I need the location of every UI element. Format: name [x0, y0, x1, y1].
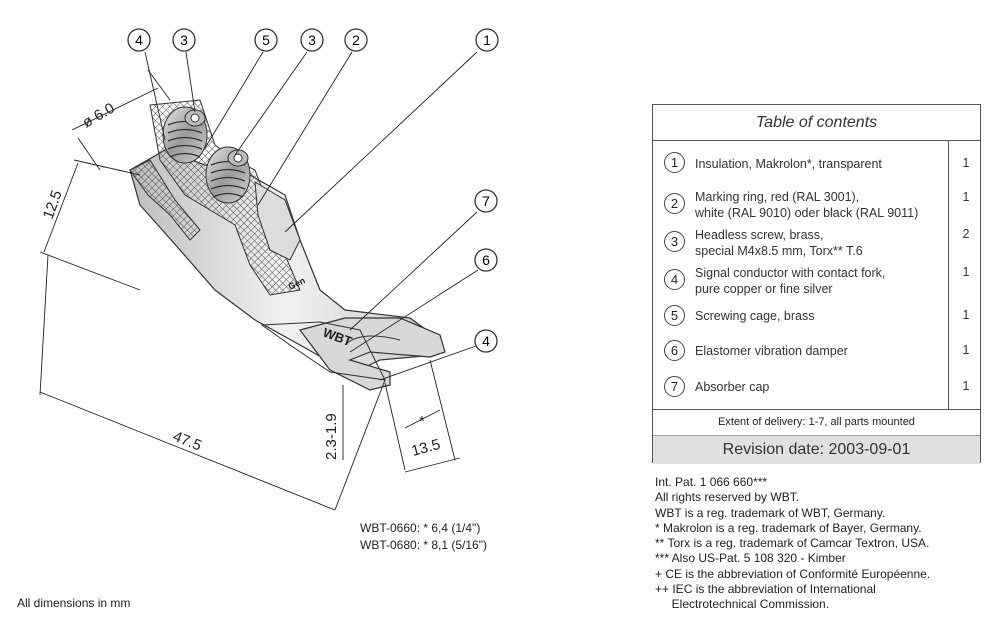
- svg-text:5: 5: [262, 32, 270, 48]
- callout-7: 7: [474, 189, 498, 213]
- toc-title: Table of contents: [653, 105, 980, 141]
- toc-item-desc: Screwing cage, brass: [695, 309, 815, 323]
- callout-3-top-right: 3: [300, 28, 324, 52]
- toc-item-desc: Insulation, Makrolon*, transparent: [695, 157, 882, 171]
- toc-item-desc: Headless screw, brass,special M4x8.5 mm,…: [695, 228, 863, 258]
- toc-item-desc: Elastomer vibration damper: [695, 344, 848, 358]
- toc-item-qty: 1: [962, 156, 970, 170]
- callout-3-top-left: 3: [172, 28, 196, 52]
- svg-text:4: 4: [482, 333, 490, 349]
- note-line: WBT is a reg. trademark of WBT, Germany.: [655, 505, 886, 520]
- toc-item-desc: Signal conductor with contact fork,pure …: [695, 266, 886, 296]
- toc-item-number: 3: [664, 231, 685, 252]
- spade-connector: WBT Gen: [129, 99, 446, 391]
- toc-item-qty: 1: [962, 343, 970, 357]
- toc-item-qty: 1: [962, 379, 970, 393]
- dim-thickness: 2.3-1.9: [323, 413, 340, 460]
- svg-text:6: 6: [482, 252, 490, 268]
- extent-of-delivery: Extent of delivery: 1-7, all parts mount…: [653, 409, 980, 435]
- toc-column-divider: [948, 141, 949, 409]
- toc-item-number: 5: [664, 305, 685, 326]
- callout-6: 6: [474, 248, 498, 272]
- note-line: All rights reserved by WBT.: [655, 490, 800, 505]
- absorber-cap: [254, 181, 301, 261]
- toc-item-number: 7: [664, 376, 685, 397]
- toc-item-desc: Marking ring, red (RAL 3001),white (RAL …: [695, 190, 919, 220]
- svg-text:7: 7: [482, 193, 490, 209]
- revision-date: Revision date: 2003-09-01: [653, 435, 980, 464]
- toc-items: 1 Insulation, Makrolon*, transparent 1 2…: [653, 141, 980, 409]
- toc-item-number: 6: [664, 340, 685, 361]
- callout-5: 5: [254, 28, 278, 52]
- note-line: * Makrolon is a reg. trademark of Bayer,…: [655, 520, 922, 535]
- note-line: ** Torx is a reg. trademark of Camcar Te…: [655, 536, 930, 551]
- svg-text:4: 4: [135, 32, 143, 48]
- note-line: Electrotechnical Commission.: [655, 597, 830, 612]
- screw-upper: [162, 106, 208, 164]
- hatched-section-side: [129, 159, 201, 241]
- legal-notes: Int. Pat. 1 066 660*** All rights reserv…: [655, 475, 930, 613]
- svg-text:3: 3: [308, 32, 316, 48]
- toc-item-number: 1: [664, 152, 685, 173]
- note-line: *** Also US-Pat. 5 108 320 - Kimber: [655, 551, 846, 566]
- svg-text:2: 2: [352, 32, 360, 48]
- callout-1: 1: [475, 28, 499, 52]
- technical-drawing: WBT Gen ø 6.0 12.5 47.5 2.3-1.9 * 13.5: [39, 28, 499, 511]
- toc-item-qty: 1: [962, 190, 970, 204]
- note-line: + CE is the abbreviation of Conformité E…: [655, 566, 931, 581]
- variant-0660: WBT-0660: * 6,4 (1/4"): [360, 521, 481, 535]
- svg-text:3: 3: [180, 32, 188, 48]
- toc-item-qty: 1: [962, 308, 970, 322]
- damper-strip: [260, 321, 386, 381]
- note-line: Int. Pat. 1 066 660***: [655, 475, 768, 489]
- callout-bubbles: 4 3 5 3 2 1 7 6: [127, 28, 499, 353]
- units-note: All dimensions in mm: [17, 596, 131, 610]
- dim-diameter: ø 6.0: [80, 100, 118, 132]
- callout-2: 2: [344, 28, 368, 52]
- table-of-contents: Table of contents 1 Insulation, Makrolon…: [652, 104, 981, 464]
- toc-item-desc: Absorber cap: [695, 380, 770, 394]
- contact-fork: [298, 317, 446, 391]
- toc-item-qty: 2: [962, 227, 970, 241]
- screw-lower: [205, 146, 251, 204]
- variant-notes: WBT-0660: * 6,4 (1/4") WBT-0680: * 8,1 (…: [360, 520, 487, 554]
- callout-4-top: 4: [127, 28, 151, 52]
- toc-item-number: 2: [664, 193, 685, 214]
- note-line: ++ IEC is the abbreviation of Internatio…: [655, 582, 876, 597]
- toc-item-qty: 1: [962, 265, 970, 279]
- toc-item-number: 4: [664, 269, 685, 290]
- dimension-lines: [39, 69, 461, 511]
- callout-leaders: [144, 51, 479, 381]
- variant-0680: WBT-0680: * 8,1 (5/16"): [360, 538, 487, 552]
- svg-text:1: 1: [483, 32, 491, 48]
- dim-fork-inner: *: [419, 413, 425, 430]
- callout-4-bottom: 4: [474, 329, 498, 353]
- dim-fork-width: 13.5: [410, 436, 443, 460]
